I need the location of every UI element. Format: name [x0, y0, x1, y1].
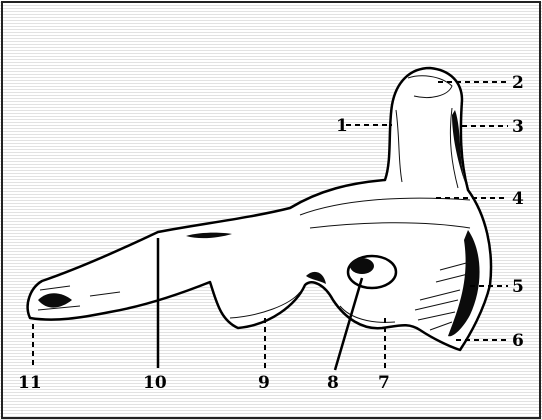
label-10: 10 [143, 373, 167, 393]
socket-shadow [350, 258, 374, 274]
label-7: 7 [378, 373, 390, 393]
label-1: 1 [336, 116, 348, 136]
label-5: 5 [512, 277, 524, 297]
label-6: 6 [512, 331, 524, 351]
label-2: 2 [512, 73, 524, 93]
bone-body [28, 68, 491, 350]
label-3: 3 [512, 117, 524, 137]
label-9: 9 [258, 373, 270, 393]
label-11: 11 [18, 373, 42, 393]
label-8: 8 [327, 373, 339, 393]
label-4: 4 [512, 189, 524, 209]
